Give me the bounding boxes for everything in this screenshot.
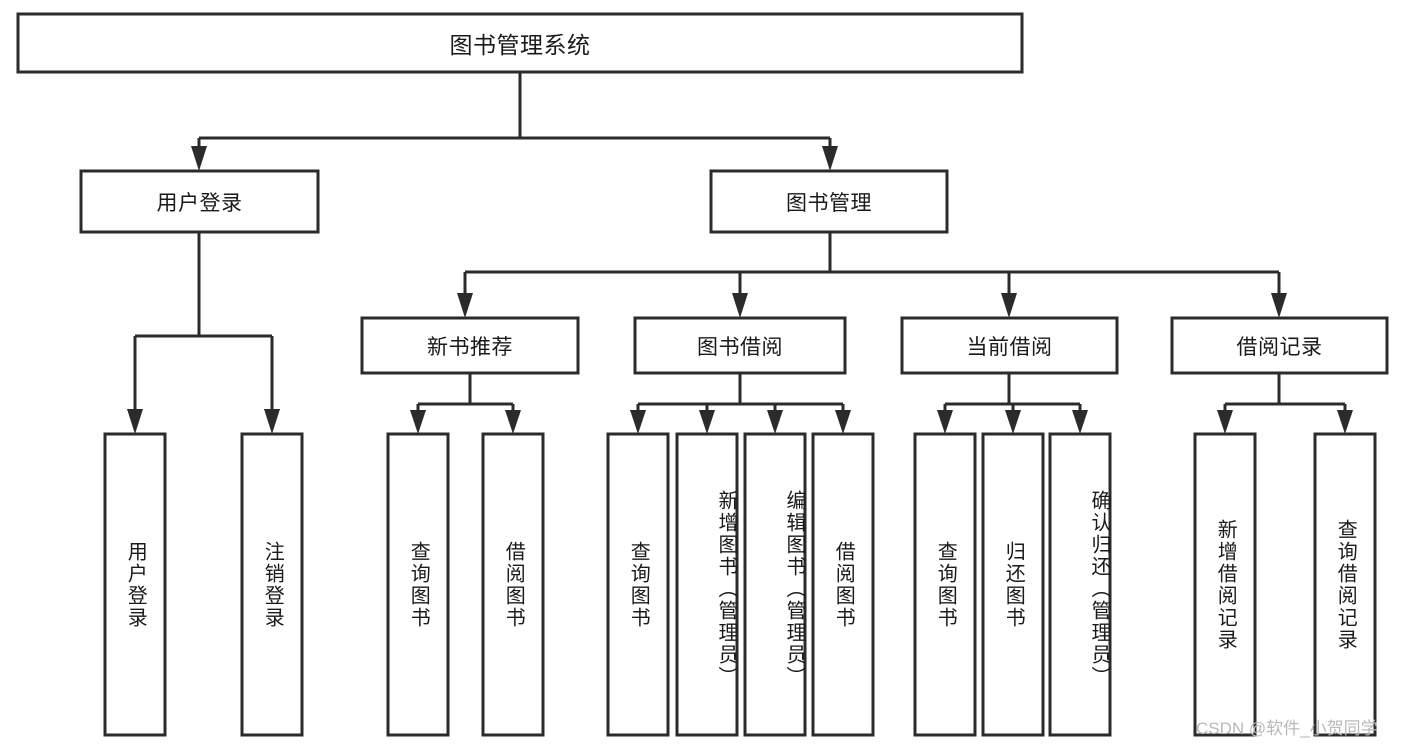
leaf-box-query-book-rec[interactable] — [386, 432, 450, 737]
arrowhead-leaf-add-book — [699, 410, 715, 434]
arrowhead-book-borrow — [732, 293, 748, 318]
leaf-box-query-book-borrow[interactable] — [606, 432, 670, 737]
arrowhead-current-borrow — [1001, 293, 1017, 318]
arrowhead-leaf-borrow-book-rec — [505, 410, 521, 434]
connector-group-book-borrow — [630, 373, 851, 434]
arrowhead-leaf-query-book-current — [937, 410, 953, 434]
node-box-borrow-record[interactable] — [1170, 316, 1389, 375]
leaf-box-user-logout[interactable] — [240, 432, 304, 737]
arrowhead-leaf-edit-book — [767, 410, 783, 434]
arrowhead-leaf-add-record — [1217, 410, 1233, 434]
arrowhead-new-book-recommend — [457, 293, 473, 318]
leaf-box-borrow-book[interactable] — [811, 432, 875, 737]
leaf-box-return-book[interactable] — [981, 432, 1045, 737]
connector-group-current-borrow — [937, 373, 1088, 434]
connector-group-user-login — [127, 232, 280, 434]
arrowhead-leaf-query-book-borrow — [630, 410, 646, 434]
node-box-current-borrow[interactable] — [900, 316, 1119, 375]
arrowhead-leaf-confirm-return — [1072, 410, 1088, 434]
leaf-box-add-record[interactable] — [1193, 432, 1257, 737]
connector-group-book-manage — [457, 232, 1287, 318]
leaf-box-edit-book[interactable] — [743, 432, 807, 737]
node-box-user-login[interactable] — [79, 169, 320, 234]
arrowhead-book-manage — [822, 146, 838, 171]
leaf-box-add-book[interactable] — [675, 432, 739, 737]
node-box-new-book-recommend[interactable] — [360, 316, 580, 375]
arrowhead-leaf-query-book-rec — [410, 410, 426, 434]
node-box-root[interactable] — [16, 12, 1024, 74]
connector-group-root — [191, 72, 838, 171]
leaf-box-confirm-return[interactable] — [1048, 432, 1112, 737]
connector-group-new-book-recommend — [410, 373, 521, 434]
leaf-box-query-record[interactable] — [1313, 432, 1377, 737]
arrowhead-leaf-borrow-book — [835, 410, 851, 434]
arrowhead-leaf-user-login — [127, 409, 143, 434]
arrowhead-leaf-query-record — [1337, 410, 1353, 434]
leaf-box-borrow-book-rec[interactable] — [481, 432, 545, 737]
leaf-box-user-login[interactable] — [103, 432, 167, 737]
arrowhead-leaf-user-logout — [264, 409, 280, 434]
node-box-book-manage[interactable] — [709, 169, 949, 234]
arrowhead-user-login — [191, 146, 207, 171]
leaf-box-query-book-current[interactable] — [913, 432, 977, 737]
arrowhead-borrow-record — [1271, 293, 1287, 318]
arrowhead-leaf-return-book — [1005, 410, 1021, 434]
node-box-book-borrow[interactable] — [633, 316, 847, 375]
connector-group-borrow-record — [1217, 373, 1353, 434]
